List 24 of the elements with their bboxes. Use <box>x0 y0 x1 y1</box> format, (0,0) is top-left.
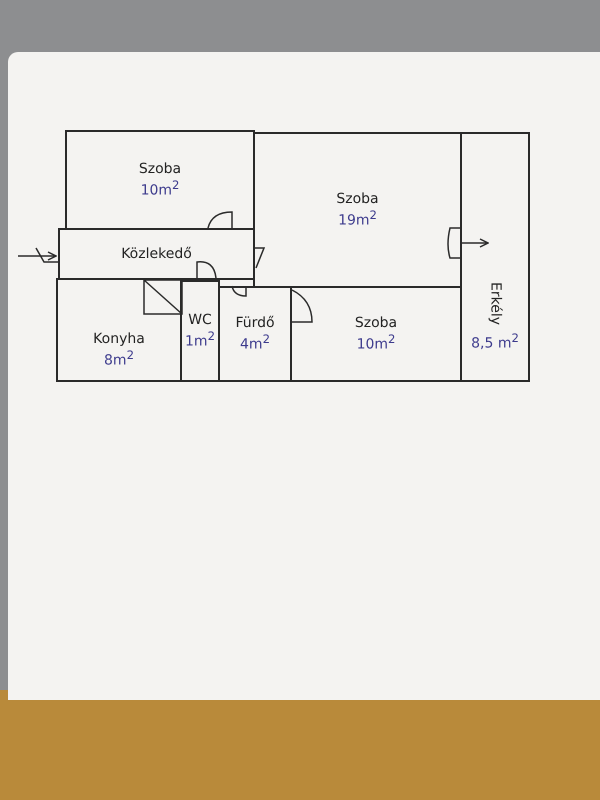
room-outline <box>58 228 255 280</box>
room-name: Erkély <box>486 282 504 325</box>
room-area: 4m$^{2}$ <box>240 332 270 354</box>
room-area: 10m$^{2}$ <box>356 332 396 354</box>
room-name: Fürdő <box>235 314 275 332</box>
room-name: Szoba <box>354 314 398 332</box>
arrow <box>460 238 489 248</box>
room-outline <box>65 130 255 230</box>
room-outline <box>218 286 292 382</box>
room-area: 8,5 m$^{2}$ <box>471 330 519 352</box>
room-outline <box>253 132 462 288</box>
room-name: Közlekedő <box>121 246 192 262</box>
room-outline <box>56 278 182 382</box>
room-area: 10m$^{2}$ <box>140 178 180 200</box>
room-outline <box>460 132 530 382</box>
room-area: 1m$^{2}$ <box>185 328 215 350</box>
room-name: Szoba <box>138 160 182 178</box>
room-area: 8m$^{2}$ <box>104 348 134 370</box>
room-name: WC <box>188 312 212 329</box>
room-name: Konyha <box>93 330 145 348</box>
arrow <box>18 251 57 261</box>
room-area: 19m$^{2}$ <box>338 208 377 230</box>
room-outline <box>180 280 220 382</box>
room-name: Szoba <box>336 190 379 208</box>
